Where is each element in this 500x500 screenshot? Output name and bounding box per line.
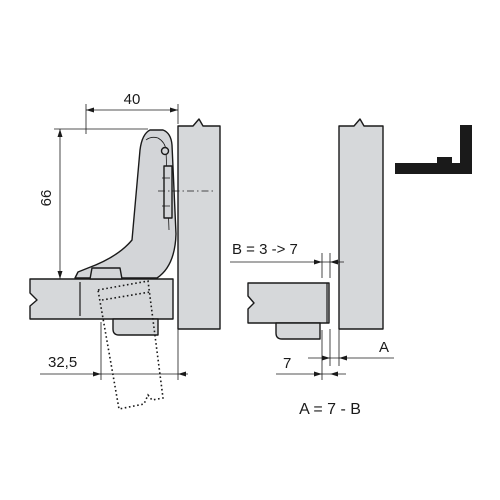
- adjusting-screw-icon: [160, 146, 170, 156]
- dimension-boring-distance: 32,5: [40, 322, 188, 380]
- dimension-boring-distance-label: 32,5: [48, 354, 77, 371]
- left-door-panel: [29, 278, 174, 320]
- hinge-mounting-plate-end: [162, 177, 170, 207]
- dimension-width: 40: [85, 91, 179, 134]
- dimension-height-label: 66: [38, 190, 55, 207]
- right-side-panel: [338, 118, 384, 330]
- hinge-profile-icon: [395, 125, 472, 174]
- dimension-gap-b: B = 3 -> 7: [230, 241, 344, 278]
- hinge-mounting-plate: [163, 165, 173, 219]
- dimension-height: 66: [38, 128, 148, 280]
- right-hinge-cup: [275, 322, 321, 340]
- dimension-seven-and-a: 7 A: [276, 329, 394, 380]
- right-door-panel: [247, 282, 330, 324]
- hinge-boss: [89, 267, 123, 280]
- right-assembly-view: B = 3 -> 7 7 A A = 7 - B: [230, 118, 394, 418]
- dimension-a-label: A: [379, 339, 389, 356]
- left-assembly-view: 40 66 32,5: [29, 91, 221, 410]
- formula-label: A = 7 - B: [299, 401, 361, 418]
- hinge-cup: [112, 318, 159, 336]
- dimension-seven-label: 7: [283, 355, 291, 372]
- hinge-arm: [74, 129, 177, 279]
- left-side-panel: [177, 118, 221, 330]
- dimension-width-label: 40: [124, 91, 141, 108]
- dimension-gap-b-label: B = 3 -> 7: [232, 241, 298, 258]
